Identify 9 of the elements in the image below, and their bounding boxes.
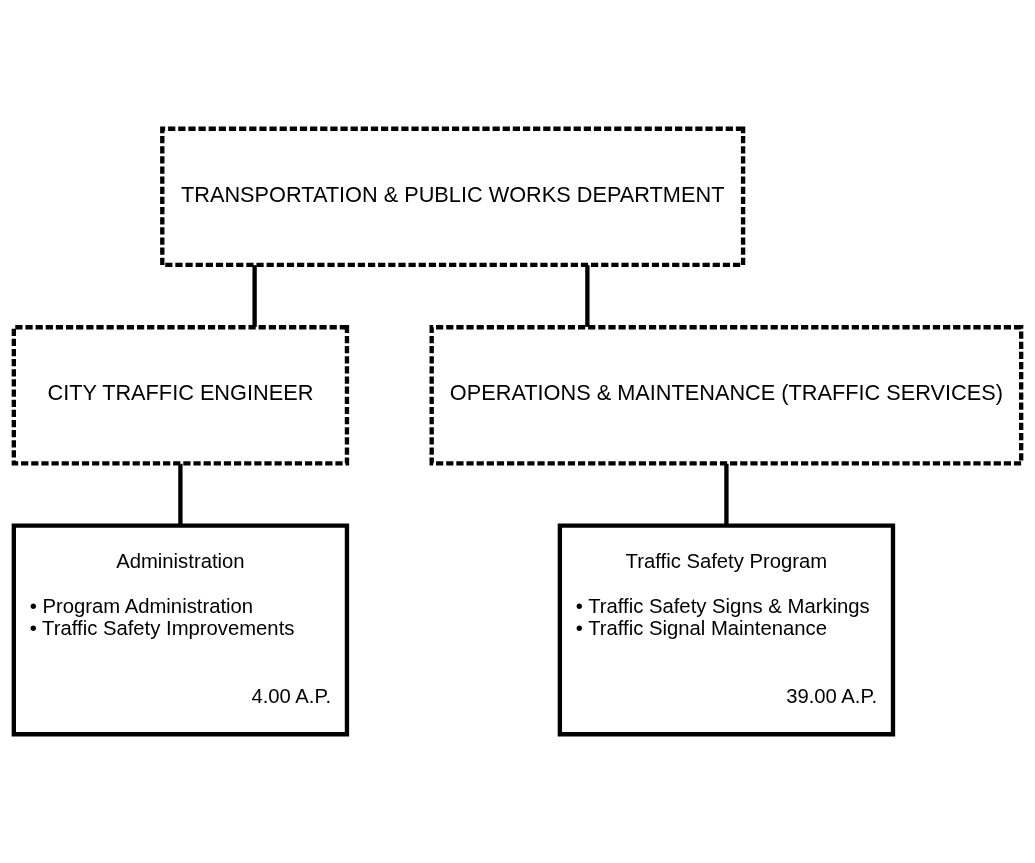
connector xyxy=(178,463,183,526)
node-box: OPERATIONS & MAINTENANCE (TRAFFIC SERVICES) xyxy=(429,325,1024,466)
connector xyxy=(252,265,257,327)
node-box: Traffic Safety Program • Traffic Safety Signs & Markings • Traffic Signal Maintenance 39.00 A.P. xyxy=(557,523,896,737)
connector xyxy=(585,265,590,327)
node-box: Administration • Program Administration • Traffic Safety Improvements 4.00 A.P. xyxy=(11,523,350,737)
node-box: CITY TRAFFIC ENGINEER xyxy=(11,325,350,466)
node-box: TRANSPORTATION & PUBLIC WORKS DEPARTMENT xyxy=(160,126,746,268)
connector xyxy=(724,463,729,526)
